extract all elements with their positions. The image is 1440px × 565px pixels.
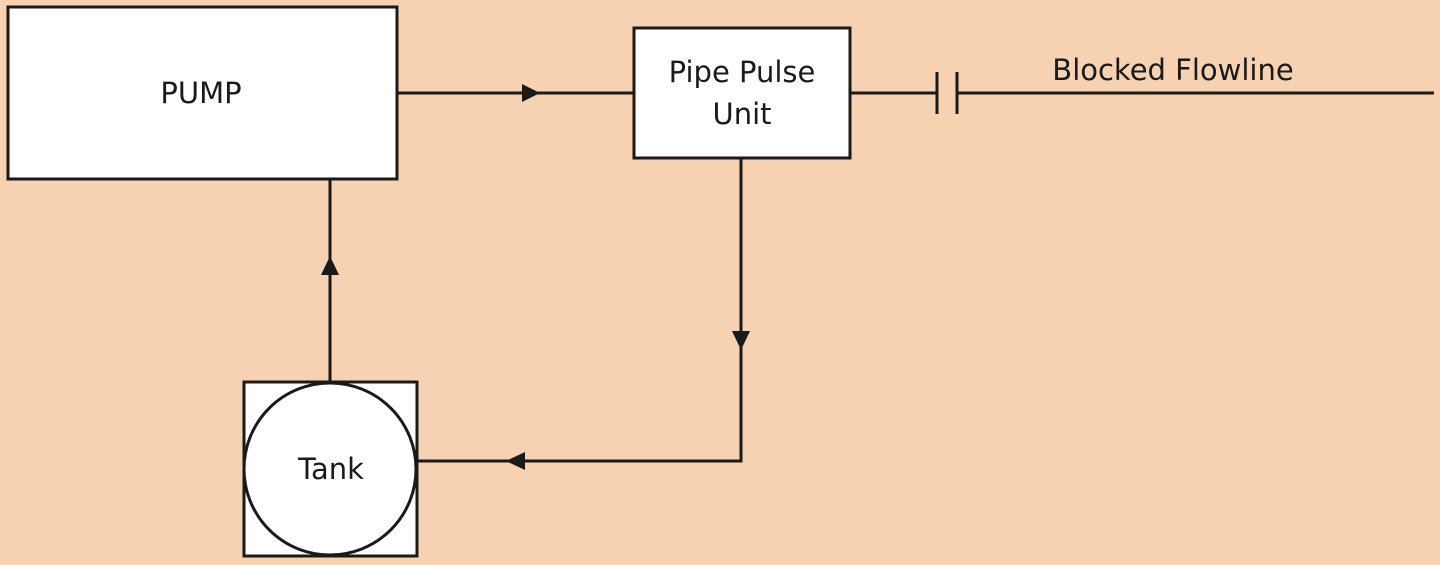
down-arrow-icon <box>732 331 750 350</box>
pump-to-pulse-connector <box>397 84 634 102</box>
pulse-unit-block: Pipe Pulse Unit <box>632 26 852 160</box>
pulse-unit-box <box>632 26 852 160</box>
tank-label: Tank <box>297 452 364 486</box>
tank-to-pump-connector <box>321 179 339 383</box>
right-arrow-icon <box>522 84 540 102</box>
up-arrow-icon <box>321 256 339 275</box>
left-arrow-icon <box>506 452 525 470</box>
pulse-to-tank-line <box>417 158 743 463</box>
pump-label: PUMP <box>160 76 241 110</box>
flowline-connector: Blocked Flowline <box>850 53 1434 114</box>
pulse-unit-label-line2: Unit <box>712 97 771 131</box>
pulse-unit-label-line1: Pipe Pulse <box>669 55 816 89</box>
pump-block: PUMP <box>6 5 399 181</box>
pulse-to-tank-connector <box>417 158 750 470</box>
flowline-label: Blocked Flowline <box>1052 53 1293 87</box>
pump-box <box>6 5 399 181</box>
tank-block: Tank <box>242 380 419 558</box>
